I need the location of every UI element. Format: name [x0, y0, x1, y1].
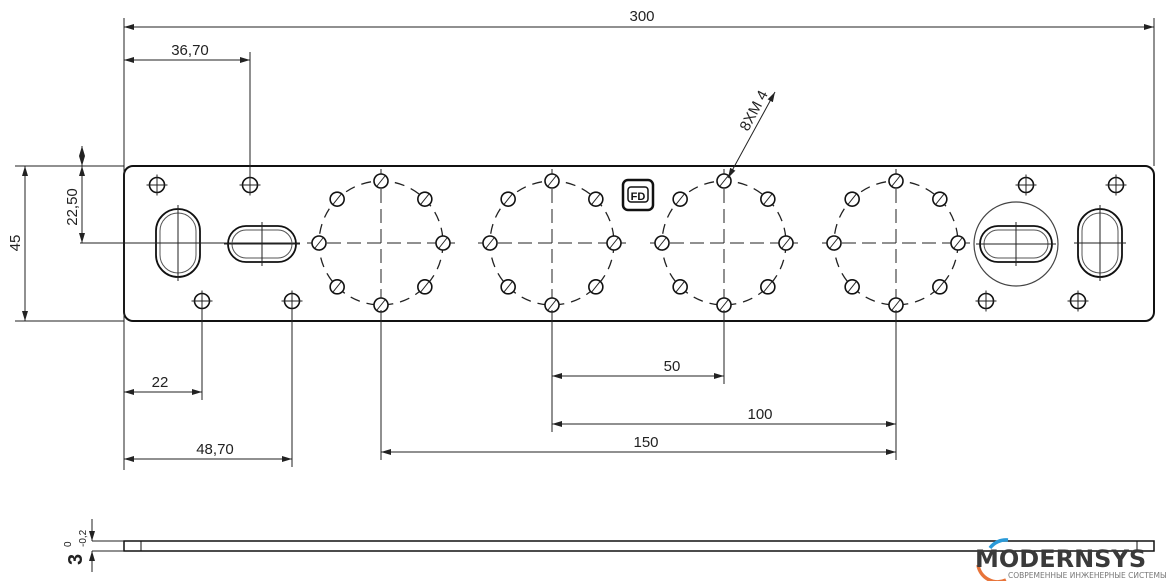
hole-hatch [547, 299, 557, 311]
hole-hatch [591, 193, 601, 205]
hole-hatch [332, 193, 342, 205]
hole-hatch [763, 193, 773, 205]
svg-text:СОВРЕМЕННЫЕ ИНЖЕНЕРНЫЕ СИСТЕМЫ: СОВРЕМЕННЫЕ ИНЖЕНЕРНЫЕ СИСТЕМЫ [1008, 571, 1167, 580]
fd-marking: FD [621, 178, 655, 212]
hole-hatch [891, 175, 901, 187]
hole-hatch [675, 193, 685, 205]
slot-boss-ring [973, 201, 1059, 287]
dim-22-50: 22,50 [64, 188, 81, 226]
hole-hatch [719, 299, 729, 311]
hole-hatch [314, 237, 324, 249]
hole-hatch [376, 175, 386, 187]
hole-hatch [332, 281, 342, 293]
hole-hatch [953, 237, 963, 249]
dim-thickness: 3 [65, 554, 87, 565]
hole-hatch [719, 175, 729, 187]
hole-hatch [935, 281, 945, 293]
dim-50: 50 [664, 358, 681, 375]
hole-hatch [781, 237, 791, 249]
hole-hatch [847, 281, 857, 293]
hole-hatch [847, 193, 857, 205]
modernsys-logo: MODERNSYS СОВРЕМЕННЫЕ ИНЖЕНЕРНЫЕ СИСТЕМЫ [975, 538, 1167, 581]
tol-lower: -0,2 [78, 529, 89, 547]
dim-150: 150 [633, 434, 658, 451]
hole-hatch [420, 193, 430, 205]
hole-hatch [609, 237, 619, 249]
hole-hatch [891, 299, 901, 311]
hole-hatch [657, 237, 667, 249]
svg-text:FD: FD [631, 191, 646, 203]
dim-300: 300 [629, 8, 654, 25]
hole-hatch [763, 281, 773, 293]
hole-hatch [503, 193, 513, 205]
hole-hatch [503, 281, 513, 293]
hole-hatch [935, 193, 945, 205]
hole-hatch [591, 281, 601, 293]
hole-hatch [547, 175, 557, 187]
dim-36-70: 36,70 [171, 42, 209, 59]
dim-100: 100 [747, 406, 772, 423]
hole-hatch [829, 237, 839, 249]
dim-22: 22 [152, 374, 169, 391]
tol-upper: 0 [63, 541, 74, 547]
hole-hatch [675, 281, 685, 293]
svg-text:MODERNSYS: MODERNSYS [975, 545, 1146, 573]
dim-45: 45 [7, 235, 24, 252]
side-view [89, 519, 1155, 572]
dim-48-70: 48,70 [196, 441, 234, 458]
hole-hatch [438, 237, 448, 249]
hole-hatch [376, 299, 386, 311]
hole-hatch [485, 237, 495, 249]
dimension-lines [22, 24, 1154, 462]
hole-hatch [420, 281, 430, 293]
thread-callout: 8XM 4 [737, 88, 772, 134]
